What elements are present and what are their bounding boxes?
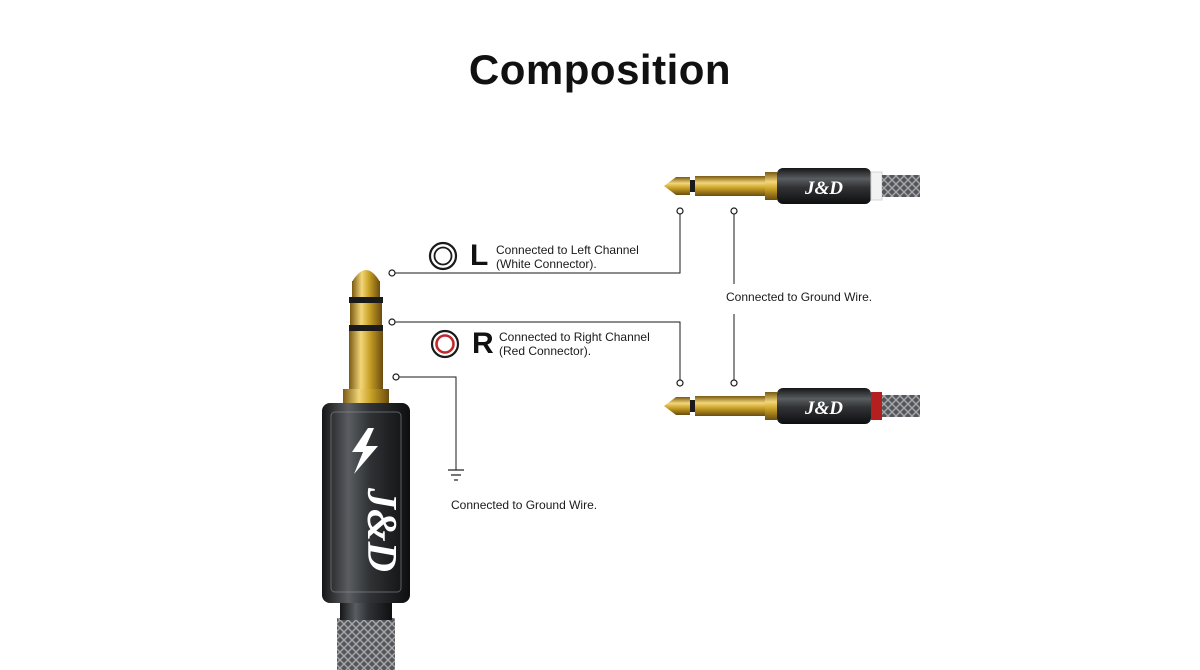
plug-housing: [322, 403, 410, 603]
right-channel-label-line1: Connected to Right Channel: [499, 330, 650, 344]
braided-cable: [882, 395, 920, 417]
page-title: Composition: [468, 46, 732, 93]
left-channel-label-line2: (White Connector).: [496, 257, 597, 271]
ground-wire-label-right: Connected to Ground Wire.: [726, 290, 873, 304]
wiring: [392, 211, 735, 470]
left-channel-label-line1: Connected to Left Channel: [496, 243, 639, 257]
white-band: [870, 171, 883, 201]
plug-housing: [777, 388, 871, 424]
quarter-inch-plug-right-channel: J&D: [664, 388, 920, 424]
ground-wire-label-left: Connected to Ground Wire.: [451, 498, 598, 512]
right-channel-wire: [392, 321, 681, 383]
aux-3-5mm-plug: J&D: [322, 270, 410, 670]
right-channel-label: Connected to Right Channel (Red Connecto…: [499, 330, 650, 358]
braided-cable: [337, 618, 395, 670]
white-ring-icon: [428, 241, 458, 271]
quarter-inch-plug-left-channel: J&D: [664, 168, 920, 204]
ground-symbol-icon: [448, 469, 464, 481]
brand-logo: J&D: [804, 178, 843, 199]
braided-cable: [882, 175, 920, 197]
left-ground-wire: [396, 376, 457, 470]
brand-logo: J&D: [358, 487, 404, 572]
red-ring-icon: [430, 329, 460, 359]
red-band: [871, 392, 882, 420]
lightning-icon: [352, 428, 378, 474]
right-channel-letter: R: [472, 327, 494, 360]
brand-logo: J&D: [804, 398, 843, 419]
connection-points: [388, 207, 738, 387]
left-channel-wire: [392, 211, 681, 274]
plug-housing: [777, 168, 871, 204]
left-channel-letter: L: [470, 239, 489, 272]
left-channel-label: Connected to Left Channel (White Connect…: [496, 243, 639, 271]
right-channel-label-line2: (Red Connector).: [499, 344, 592, 358]
plug-tip: [352, 270, 380, 282]
